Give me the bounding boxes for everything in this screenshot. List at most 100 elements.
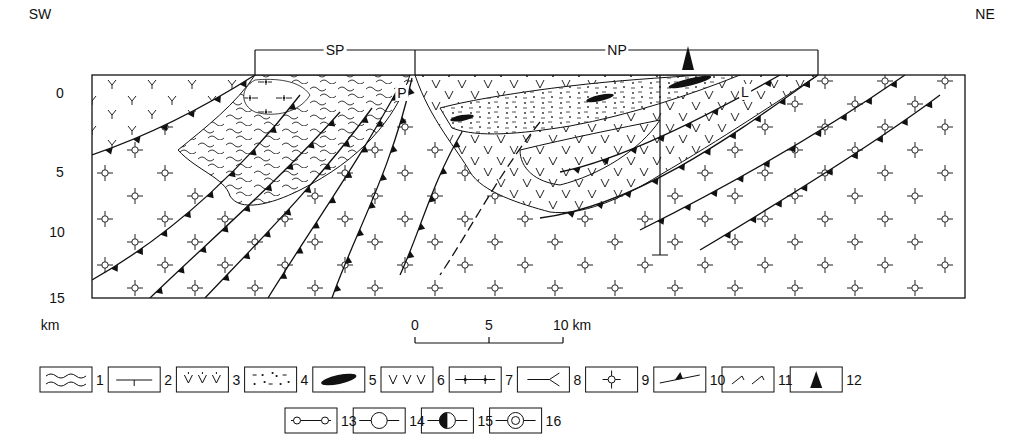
legend-box xyxy=(722,367,774,392)
legend-sample xyxy=(176,367,228,392)
direction-label: NE xyxy=(973,6,996,22)
thrust-tooth xyxy=(286,163,293,170)
legend-sample xyxy=(108,367,160,392)
depth-unit: km xyxy=(39,317,62,333)
scale-label: 0 xyxy=(409,317,421,333)
legend-number: 3 xyxy=(232,373,240,387)
thrust-tooth xyxy=(328,119,335,126)
thrust-tooth xyxy=(178,266,185,273)
legend-number: 16 xyxy=(546,414,562,428)
legend-sample xyxy=(421,408,473,433)
thrust-tooth xyxy=(779,98,786,105)
legend-number: 12 xyxy=(846,373,862,387)
legend-number: 15 xyxy=(477,414,493,428)
thrust-tooth xyxy=(161,230,168,237)
legend-number: 6 xyxy=(437,373,445,387)
legend-number: 2 xyxy=(164,373,172,387)
legend-sample xyxy=(517,367,569,392)
thrust-tooth xyxy=(876,135,883,142)
thrust-tooth xyxy=(324,163,331,170)
thrust-tooth xyxy=(775,200,782,207)
legend-number: 13 xyxy=(341,414,357,428)
thrust-tooth xyxy=(296,247,303,254)
thrust-tooth xyxy=(890,81,897,88)
thrust-tooth xyxy=(657,135,664,142)
legend-box xyxy=(586,367,638,392)
thrust-tooth xyxy=(265,184,272,191)
legend-box xyxy=(654,367,706,392)
thrust-tooth xyxy=(270,126,277,133)
thrust-tooth xyxy=(624,191,631,198)
legend-box xyxy=(176,367,228,392)
thrust-tooth xyxy=(630,147,637,154)
thrust-tooth xyxy=(228,170,235,177)
legend-box xyxy=(40,367,92,392)
legend-sample xyxy=(285,408,337,433)
thrust-tooth xyxy=(289,103,296,110)
thrust-tooth xyxy=(343,140,350,147)
thrust-tooth xyxy=(334,284,341,292)
thrust-tooth xyxy=(369,201,376,208)
legend-box xyxy=(313,367,365,392)
thrust-tooth xyxy=(264,230,271,237)
depth-label: 0 xyxy=(54,85,66,101)
direction-label: SW xyxy=(27,6,54,22)
legend-sample xyxy=(654,367,706,392)
thrust-tooth xyxy=(657,218,664,225)
thrust-tooth xyxy=(240,80,247,87)
thrust-tooth xyxy=(803,81,810,88)
legend-box xyxy=(108,367,160,392)
thrust-tooth xyxy=(737,175,744,182)
legend-box xyxy=(285,408,337,433)
thrust-tooth xyxy=(453,141,460,148)
legend-number: 11 xyxy=(778,373,793,387)
legend-number: 14 xyxy=(409,414,425,428)
legend-number: 8 xyxy=(573,373,581,387)
legend-box xyxy=(790,367,842,392)
zone-label: NP xyxy=(605,42,628,58)
legend-sample xyxy=(381,367,433,392)
scale-label: 5 xyxy=(483,317,495,333)
legend-box xyxy=(245,367,297,392)
legend-sample xyxy=(353,408,405,433)
thrust-tooth xyxy=(390,145,397,153)
thrust-tooth xyxy=(407,251,414,258)
thrust-tooth xyxy=(313,222,320,229)
legend-box xyxy=(490,408,542,433)
thrust-tooth xyxy=(188,110,195,117)
thrust-tooth xyxy=(207,191,214,198)
legend-number: 1 xyxy=(96,373,104,387)
legend-sample xyxy=(313,367,365,392)
thrust-tooth xyxy=(111,264,118,271)
thrust-tooth xyxy=(815,130,822,137)
legend-number: 7 xyxy=(505,373,513,387)
thrust-tooth xyxy=(345,257,352,264)
thrust-tooth xyxy=(199,246,206,253)
thrust-tooth xyxy=(901,118,908,125)
legend-number: 4 xyxy=(301,373,309,387)
thrust-tooth xyxy=(684,204,691,211)
legend-number: 5 xyxy=(369,373,377,387)
thrust-tooth xyxy=(357,229,364,236)
legend-box xyxy=(517,367,569,392)
thrust-tooth xyxy=(704,148,711,155)
thrust-tooth xyxy=(408,88,415,96)
thrust-tooth xyxy=(243,252,250,259)
thrust-tooth xyxy=(926,101,933,108)
scale-label: 10 km xyxy=(551,317,593,333)
thrust-tooth xyxy=(429,195,436,202)
thrust-tooth xyxy=(136,248,143,255)
thrust-tooth xyxy=(754,115,761,122)
legend-box xyxy=(381,367,433,392)
thrust-tooth xyxy=(826,168,833,175)
thrust-tooth xyxy=(133,136,140,143)
thrust-tooth xyxy=(651,178,658,185)
legend-box xyxy=(421,408,473,433)
thrust-tooth xyxy=(156,287,163,294)
thrust-tooth xyxy=(214,96,221,103)
legend-number: 10 xyxy=(710,373,726,387)
legend-box xyxy=(353,408,405,433)
thrust-tooth xyxy=(361,146,368,153)
thrust-tooth xyxy=(184,211,191,218)
depth-label: 15 xyxy=(47,290,67,306)
